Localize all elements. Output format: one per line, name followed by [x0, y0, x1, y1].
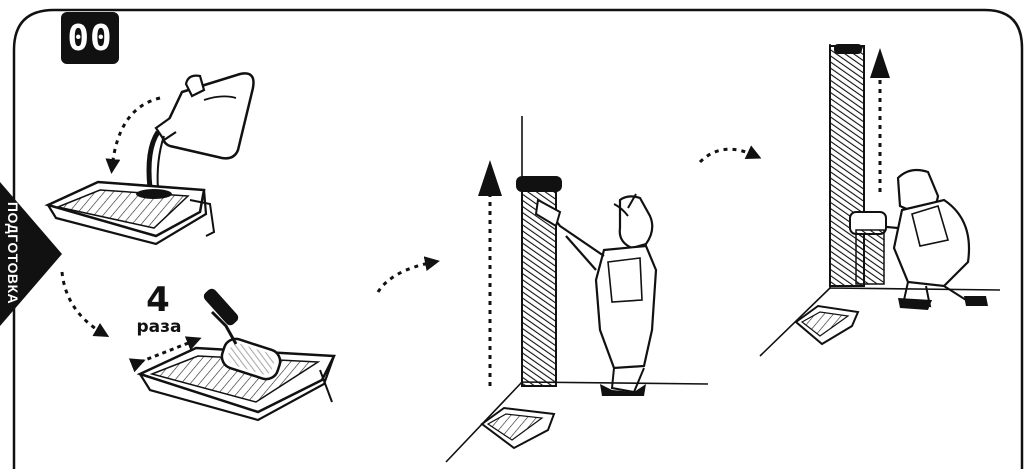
dotted-arrow-step-b [62, 272, 104, 334]
dotted-arrow-step-c [378, 262, 434, 292]
wall-painting-standing-scene [446, 116, 708, 462]
paint-tray-icon [48, 182, 214, 244]
paint-tray-icon [482, 408, 554, 448]
pour-primer-scene [48, 73, 254, 244]
curved-dotted-arrow [112, 98, 160, 168]
repeat-count-number: 4 [140, 283, 176, 317]
canister-icon [156, 73, 254, 158]
step-number-badge: 00 [61, 12, 119, 64]
wall-corner [446, 116, 708, 462]
side-tab-text: ПОДГОТОВКА [5, 202, 21, 304]
wall-painting-crouching-scene [760, 44, 1000, 356]
side-tab-label: ПОДГОТОВКА [0, 188, 26, 318]
dotted-arrow-step-d [700, 149, 756, 162]
repeat-count-word: раза [134, 318, 184, 336]
